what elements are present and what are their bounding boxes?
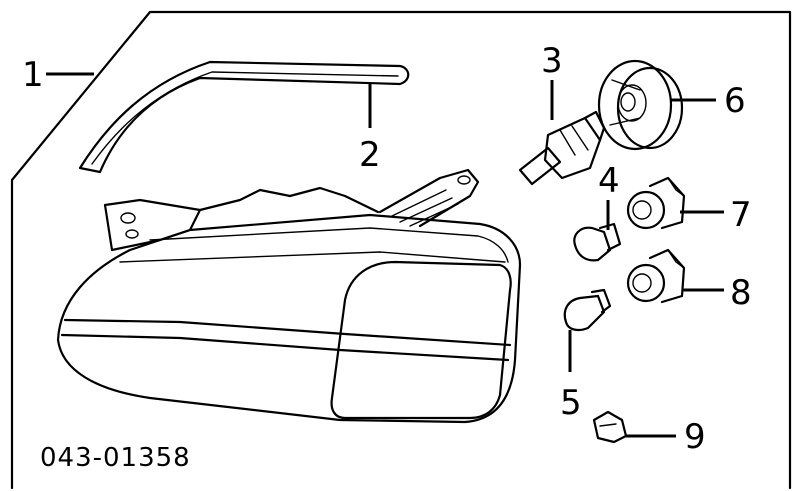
- callout-1: 1: [22, 55, 44, 95]
- callout-6: 6: [724, 81, 746, 121]
- small-bulb-upper: [573, 222, 622, 262]
- callout-5: 5: [560, 383, 582, 423]
- callout-9: 9: [684, 417, 706, 457]
- diagram-frame: [10, 10, 792, 490]
- socket-lower: [626, 248, 686, 304]
- small-bulb-lower: [563, 288, 612, 332]
- callout-4: 4: [598, 161, 620, 201]
- callout-3: 3: [541, 41, 563, 81]
- callout-8: 8: [730, 273, 752, 313]
- trim-strip: [78, 60, 410, 174]
- headlamp-assembly: [56, 168, 522, 424]
- halogen-bulb: [518, 110, 606, 186]
- rubber-cap: [597, 59, 684, 151]
- retaining-clip: [592, 410, 628, 444]
- socket-upper: [626, 176, 686, 230]
- callout-7: 7: [730, 195, 752, 235]
- leader-lines: [46, 72, 724, 438]
- callout-2: 2: [359, 135, 381, 175]
- part-code: 043-01358: [40, 443, 191, 473]
